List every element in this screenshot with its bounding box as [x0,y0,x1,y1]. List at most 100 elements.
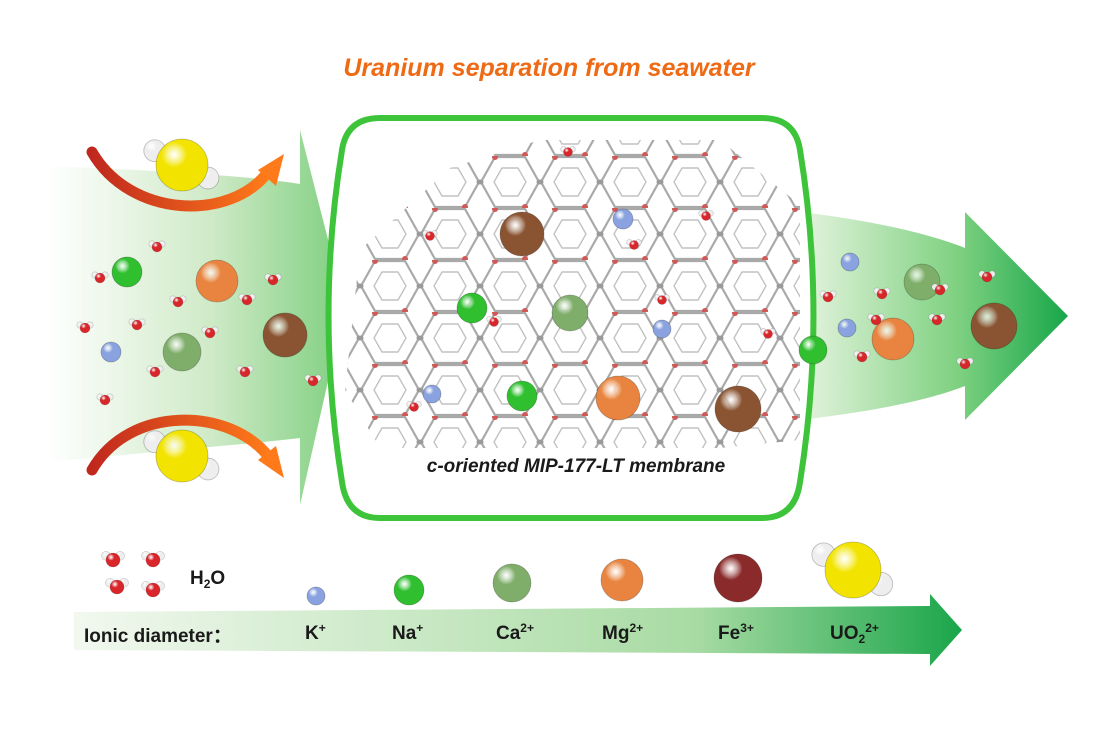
legend-sodium-marker [393,574,425,606]
water-molecule [853,350,871,363]
potassium-ion [840,252,860,272]
water-atom [763,329,773,339]
water-atom [563,147,573,157]
potassium-ion [422,384,442,404]
particles-layer [76,138,1018,606]
water-molecule [101,551,125,568]
water-atom [856,351,868,363]
magnesium-ion [871,317,915,361]
water-atom [149,366,161,378]
water-molecule [760,328,776,339]
water-atom [99,394,111,406]
water-atom [172,296,184,308]
diagram-title: Uranium separation from seawater [343,54,755,82]
iron-ion [499,211,545,257]
water-molecule [931,283,949,296]
rejection-arrow-top [86,146,284,212]
legend-uranyl-marker [824,541,882,599]
magnesium-ion [195,259,239,303]
water-molecule [560,146,576,157]
legend-calcium-marker [492,563,532,603]
water-atom [307,375,319,387]
iron-ion [714,385,762,433]
water-atom [959,358,971,370]
water-atom [94,272,106,284]
sodium-ion [456,292,488,324]
water-atom [870,314,882,326]
water-atom [131,319,143,331]
water-atom [822,291,834,303]
water-atom [876,288,888,300]
water-molecule [928,313,946,326]
membrane-label: c-oriented MIP-177-LT membrane [426,456,726,477]
uranyl-ion [155,429,209,483]
ion-label-na: Na+ [392,621,424,644]
ionic-diameter-arrow [74,594,962,666]
water-molecule [422,230,438,241]
ion-label-fe: Fe3+ [718,621,754,644]
water-atom [79,322,91,334]
water-atom [657,295,667,305]
water-atom [701,211,711,221]
water-atom [629,240,639,250]
water-molecule [201,326,219,339]
potassium-ion [612,208,634,230]
water-molecule [406,401,422,412]
uranyl-ion [155,138,209,192]
water-molecule [486,316,502,327]
calcium-ion [551,294,589,332]
water-molecule [304,374,322,387]
water-atom [204,327,216,339]
water-atom [425,231,435,241]
water-atom [151,241,163,253]
water-molecule [626,239,642,250]
water-molecule [978,270,996,283]
iron-ion [970,302,1018,350]
water-molecule [238,293,256,306]
water-molecule [956,357,974,370]
water-molecule [698,210,714,221]
potassium-ion [652,319,672,339]
sodium-ion [111,256,143,288]
ion-label-ca: Ca2+ [496,621,534,644]
water-molecule [91,271,109,284]
water-atom [105,552,121,568]
water-molecule [819,290,837,303]
rejection-arrow-bottom [86,414,284,478]
water-molecule [867,313,885,326]
legend-iron-marker [713,553,763,603]
iron-ion [262,312,308,358]
potassium-ion [837,318,857,338]
feed-funnel-arrow [48,130,345,505]
water-molecule [654,294,670,305]
water-atom [489,317,499,327]
water-molecule [76,321,94,334]
h2o-label: H2O [190,568,226,591]
water-molecule [264,273,282,286]
legend-potassium-marker [306,586,326,606]
ionic-diameter-label: Ionic diameter： [84,626,232,647]
water-atom [241,294,253,306]
calcium-ion [903,263,941,301]
water-molecule [105,578,129,595]
water-molecule [141,581,165,598]
water-molecule [169,295,187,308]
water-atom [981,271,993,283]
water-atom [145,552,161,568]
water-atom [145,582,161,598]
water-molecule [146,365,164,378]
ion-label-uo2: UO22+ [830,621,879,646]
water-molecule [128,318,146,331]
legend-magnesium-marker [600,558,644,602]
ion-label-k: K+ [305,621,326,644]
water-atom [267,274,279,286]
water-atom [409,402,419,412]
magnesium-ion [595,375,641,421]
water-molecule [873,287,891,300]
mof-lattice [345,140,800,448]
water-atom [239,366,251,378]
potassium-ion [100,341,122,363]
sodium-ion [798,335,828,365]
